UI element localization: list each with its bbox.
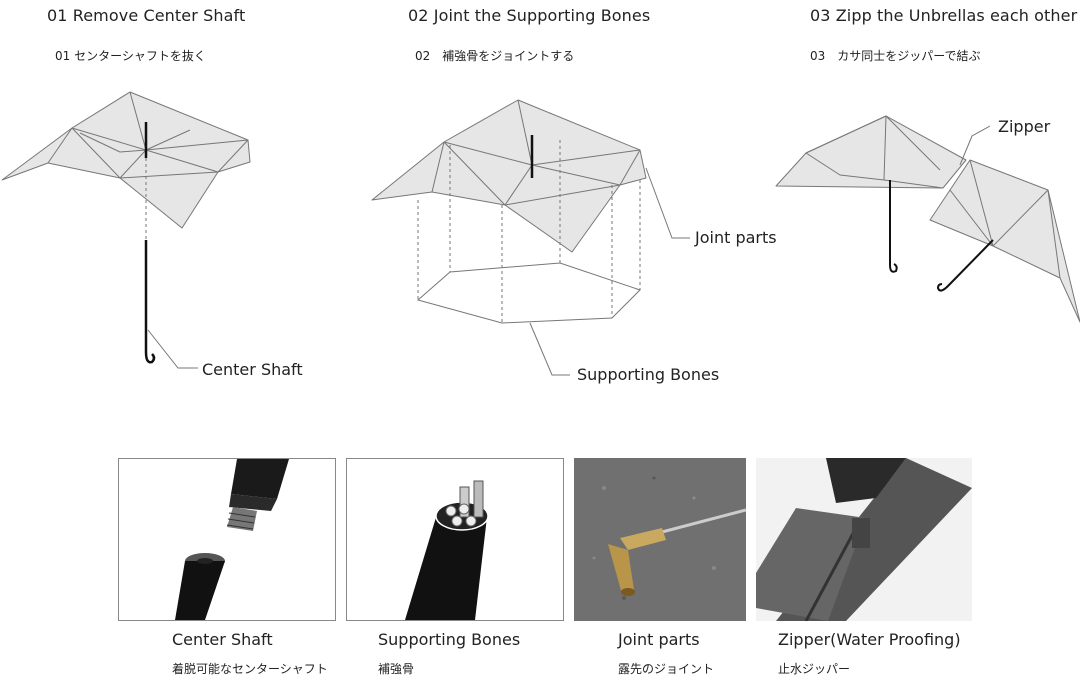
step-3-subtitle: 03 カサ同士をジッパーで結ぶ xyxy=(810,49,981,63)
detail-3-title: Joint parts xyxy=(618,630,700,649)
zipper-leader xyxy=(959,125,991,166)
detail-2-title: Supporting Bones xyxy=(378,630,521,649)
step-1-subtitle: 01 センターシャフトを抜く xyxy=(55,49,206,63)
zipper-label: Zipper xyxy=(998,117,1051,136)
step-3-title: 03 Zipp the Unbrellas each other xyxy=(810,6,1078,25)
step-1-umbrella xyxy=(1,91,251,229)
step-3-right-umbrella xyxy=(929,159,1080,323)
detail-2-subtitle: 補強骨 xyxy=(378,662,415,676)
joint-parts-photo xyxy=(574,458,746,621)
step-3-right-handle xyxy=(936,239,994,292)
detail-4-title: Zipper(Water Proofing) xyxy=(778,630,961,649)
detail-3-subtitle: 露先のジョイント xyxy=(618,662,715,676)
step-2-title: 02 Joint the Supporting Bones xyxy=(408,6,651,25)
step-3-left-umbrella xyxy=(775,115,967,189)
center-shaft-leader xyxy=(147,329,198,369)
supporting-bones-photo xyxy=(346,458,564,621)
detail-4-subtitle: 止水ジッパー xyxy=(778,662,851,676)
detail-1-title: Center Shaft xyxy=(172,630,273,649)
center-shaft-photo xyxy=(118,458,336,621)
center-shaft-label: Center Shaft xyxy=(202,360,303,379)
step-3-left-handle xyxy=(889,180,898,273)
supporting-bones-frame xyxy=(416,140,641,324)
step-2-umbrella xyxy=(371,99,647,253)
umbrella-diagrams xyxy=(1,91,1080,376)
supporting-bones-label: Supporting Bones xyxy=(577,365,720,384)
detail-1-subtitle: 着脱可能なセンターシャフト xyxy=(172,662,328,676)
center-shaft-drawing xyxy=(144,240,156,364)
step-2-subtitle: 02 補強骨をジョイントする xyxy=(415,49,575,63)
step-1-title: 01 Remove Center Shaft xyxy=(47,6,246,25)
zipper-photo xyxy=(756,458,972,621)
supporting-bones-leader xyxy=(529,322,570,376)
joint-parts-leader xyxy=(645,167,690,239)
joint-parts-label: Joint parts xyxy=(695,228,777,247)
